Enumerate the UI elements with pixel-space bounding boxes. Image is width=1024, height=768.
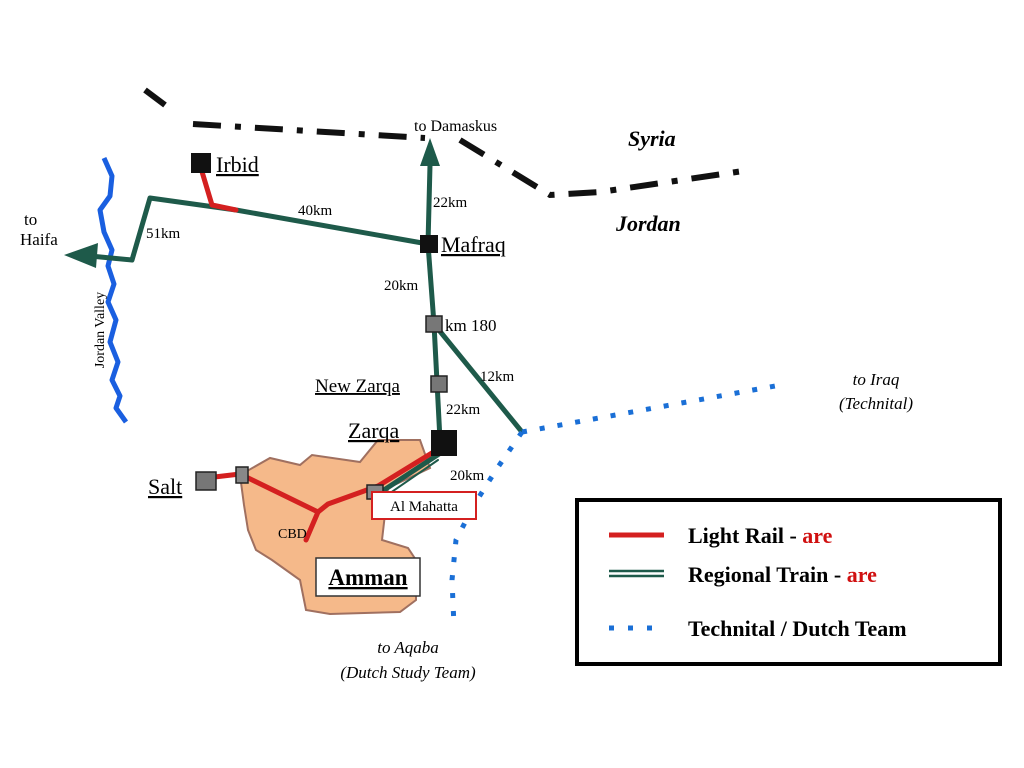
jordan-river xyxy=(97,156,129,424)
legend-box xyxy=(575,498,1002,666)
distance-haifa-irbid: 51km xyxy=(146,226,181,242)
legend-item-light-rail: Light Rail - are xyxy=(688,523,833,548)
to-haifa-label: Haifa xyxy=(20,230,58,249)
station-mafraq xyxy=(420,235,438,253)
amman-box xyxy=(315,557,421,597)
to-iraq-note: (Technital) xyxy=(839,394,913,413)
city-mafraq-label: Mafraq xyxy=(441,232,506,257)
stations xyxy=(191,153,457,500)
city-new-zarqa-label: New Zarqa xyxy=(315,376,400,397)
km180-label: km 180 xyxy=(445,316,496,335)
jordan-valley-label: Jordan Valley xyxy=(93,292,108,368)
distance-km180-branch: 12km xyxy=(480,369,515,385)
city-amman-label: Amman xyxy=(328,565,407,590)
station-new-zarqa xyxy=(430,375,448,393)
international-border xyxy=(143,87,751,199)
city-zarqa-label: Zarqa xyxy=(348,418,400,443)
to-damaskus-label: to Damaskus xyxy=(414,118,497,135)
country-syria-label: Syria xyxy=(628,126,676,151)
distance-zarqa-amman: 20km xyxy=(450,468,485,484)
country-jordan-label: Jordan xyxy=(615,211,681,236)
al-mahatta-box xyxy=(371,491,477,520)
distance-mafraq-km180: 20km xyxy=(384,278,419,294)
distance-mafraq-damaskus: 22km xyxy=(433,195,468,211)
technital-routes xyxy=(449,383,776,627)
station-salt-junction xyxy=(235,466,249,484)
station-zarqa xyxy=(431,430,457,456)
legend: Light Rail - are Regional Train - are Te… xyxy=(575,498,1002,666)
distance-newzarqa-zarqa: 22km xyxy=(446,402,481,418)
to-iraq-label: to Iraq xyxy=(853,370,900,389)
al-mahatta-label: Al Mahatta xyxy=(390,499,458,515)
station-irbid xyxy=(191,153,211,173)
light-rail-lines xyxy=(197,162,443,543)
station-salt xyxy=(195,471,217,491)
to-aqaba-note: (Dutch Study Team) xyxy=(340,663,476,682)
distance-irbid-mafraq: 40km xyxy=(298,203,333,219)
arrow-to-damaskus-icon xyxy=(420,138,440,166)
cbd-label: CBD xyxy=(278,527,307,542)
legend-item-technital: Technital / Dutch Team xyxy=(688,616,907,641)
city-salt-label: Salt xyxy=(148,474,182,499)
to-aqaba-label: to Aqaba xyxy=(377,638,439,657)
to-haifa-prefix: to xyxy=(24,210,37,229)
regional-train-lines xyxy=(87,162,525,501)
arrow-to-haifa-icon xyxy=(64,243,98,268)
station-km180 xyxy=(425,315,443,333)
city-irbid-label: Irbid xyxy=(216,152,259,177)
legend-item-regional-train: Regional Train - are xyxy=(688,562,877,587)
